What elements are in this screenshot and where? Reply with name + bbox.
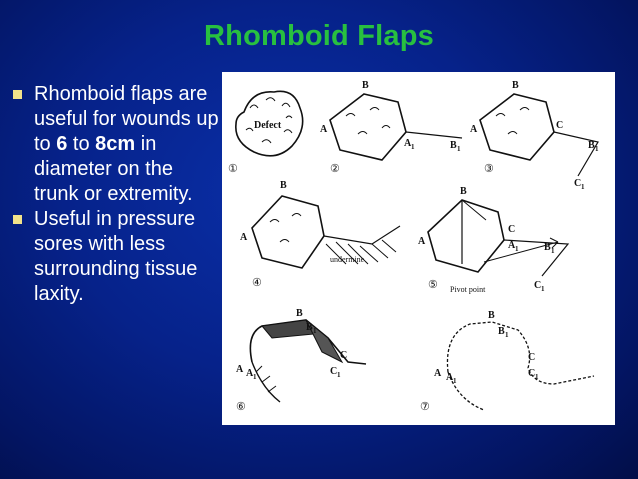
svg-text:B: B [544, 242, 551, 253]
svg-text:C: C [508, 224, 515, 235]
bullet-2-text: Useful in pressure sores with less surro… [34, 208, 198, 305]
svg-text:A: A [434, 368, 442, 379]
svg-text:B: B [306, 322, 313, 333]
svg-text:1: 1 [551, 247, 555, 255]
svg-text:1: 1 [337, 371, 341, 379]
bullet-square-icon [13, 90, 22, 99]
svg-text:B: B [488, 310, 495, 321]
step-2-number: ② [330, 163, 340, 175]
svg-text:1: 1 [505, 331, 509, 339]
panel-7-closure: B B 1 A A 1 C C 1 ⑦ [420, 310, 595, 413]
svg-text:1: 1 [453, 377, 457, 385]
bullet-1-text: Rhomboid flaps are useful for wounds up … [34, 83, 219, 205]
panel-2-rhombus: B A A 1 B 1 ② [320, 80, 463, 175]
defect-label: Defect [254, 120, 282, 131]
flap-steps-diagram: Defect ① B A A 1 B 1 ② B A C B 1 C 1 [228, 80, 599, 413]
svg-text:A: A [404, 138, 412, 149]
svg-text:A: A [320, 124, 328, 135]
svg-text:C: C [528, 368, 535, 379]
svg-text:B: B [512, 80, 519, 91]
svg-text:1: 1 [535, 373, 539, 381]
svg-text:C: C [330, 366, 337, 377]
svg-text:A: A [508, 240, 516, 251]
step-7-number: ⑦ [420, 401, 430, 413]
svg-text:B: B [450, 140, 457, 151]
svg-text:1: 1 [253, 373, 257, 381]
svg-text:1: 1 [581, 183, 585, 191]
step-1-number: ① [228, 163, 238, 175]
svg-text:B: B [362, 80, 369, 91]
slide-title: Rhomboid Flaps [204, 20, 434, 52]
svg-text:A: A [246, 368, 254, 379]
step-4-number: ④ [252, 277, 262, 289]
rhomboid-flap-illustration: Defect ① B A A 1 B 1 ② B A C B 1 C 1 [222, 72, 615, 425]
step-5-number: ⑤ [428, 279, 438, 291]
bullet-item-2: Useful in pressure sores with less surro… [10, 207, 222, 307]
svg-text:A: A [418, 236, 426, 247]
step-6-number: ⑥ [236, 401, 246, 413]
svg-text:C: C [574, 178, 581, 189]
svg-text:B: B [498, 326, 505, 337]
svg-text:1: 1 [313, 327, 317, 335]
svg-text:A: A [470, 124, 478, 135]
svg-text:B: B [296, 308, 303, 319]
bullet-item-1: Rhomboid flaps are useful for wounds up … [10, 82, 222, 207]
svg-text:1: 1 [541, 285, 545, 293]
bullet-list: Rhomboid flaps are useful for wounds up … [10, 82, 222, 307]
svg-text:B: B [460, 186, 467, 197]
svg-text:C: C [340, 350, 347, 361]
step-3-number: ③ [484, 163, 494, 175]
svg-text:1: 1 [595, 145, 599, 153]
panel-3-flap-design: B A C B 1 C 1 ③ [470, 80, 599, 191]
panel-5-rotation: B A C A 1 B 1 C 1 Pivot point ⑤ [418, 186, 570, 294]
svg-text:A: A [446, 372, 454, 383]
svg-text:A: A [236, 364, 244, 375]
bullet-square-icon [13, 215, 22, 224]
pivot-point-label: Pivot point [450, 285, 486, 294]
svg-text:1: 1 [515, 245, 519, 253]
panel-1-defect: Defect ① [228, 90, 304, 175]
svg-text:B: B [588, 140, 595, 151]
svg-text:C: C [528, 352, 535, 363]
svg-text:C: C [534, 280, 541, 291]
panel-6-transposition: B B 1 A A 1 C C 1 ⑥ [236, 308, 367, 413]
panel-4-undermine: B A undermine ④ [240, 180, 401, 289]
svg-text:B: B [280, 180, 287, 191]
svg-text:1: 1 [411, 143, 415, 151]
svg-text:1: 1 [457, 145, 461, 153]
svg-text:C: C [556, 120, 563, 131]
svg-text:A: A [240, 232, 248, 243]
undermine-label: undermine [330, 255, 365, 264]
